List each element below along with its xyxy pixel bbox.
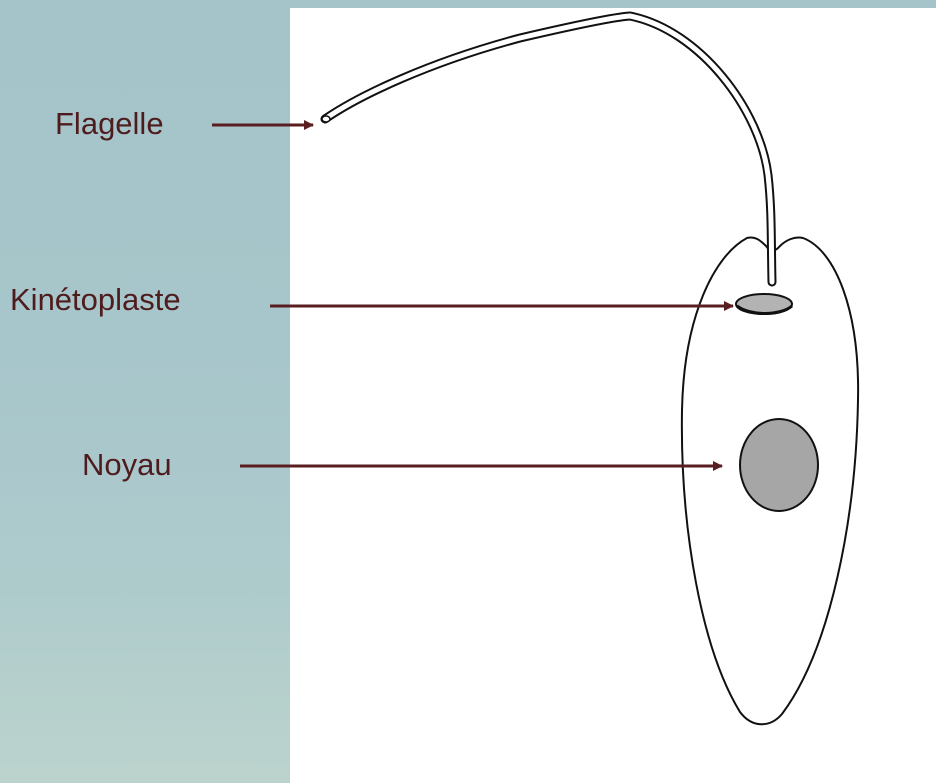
label-flagellum: Flagelle xyxy=(55,106,164,141)
label-nucleus: Noyau xyxy=(82,447,172,482)
flagellum-tip xyxy=(322,116,330,122)
label-kinetoplast: Kinétoplaste xyxy=(10,282,181,317)
nucleus xyxy=(740,419,818,511)
